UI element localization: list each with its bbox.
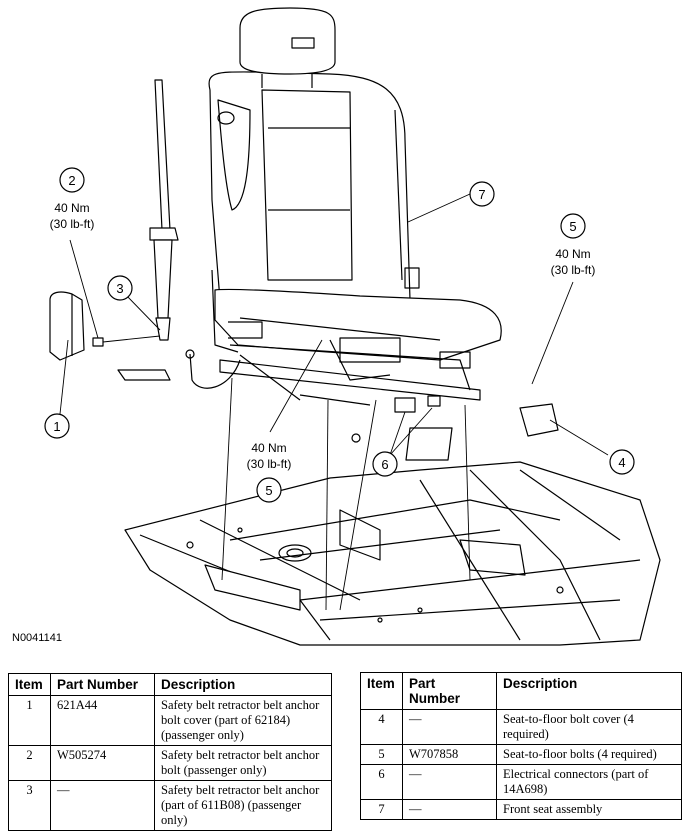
electrical-connectors — [351, 395, 453, 461]
row-part-number: — — [402, 764, 497, 800]
table-header-row: Item Part Number Description — [8, 673, 332, 696]
table-row: 4 — Seat-to-floor bolt cover (4 required… — [360, 709, 682, 745]
callout-5-right: 5 40 Nm (30 lb-ft) — [551, 213, 596, 277]
row-description: Seat-to-floor bolt cover (4 required) — [496, 709, 682, 745]
callout-6: 6 — [372, 451, 398, 477]
seat-exploded-diagram: 1 2 40 Nm (30 lb-ft) 3 4 5 40 Nm (30 lb-… — [44, 7, 661, 646]
guide-lines — [221, 377, 471, 611]
callout-2-torque-nm: 40 Nm — [54, 201, 89, 215]
belt-bracket — [117, 349, 241, 389]
parts-table-left: Item Part Number Description 1 621A44 Sa… — [8, 673, 332, 831]
callout-3: 3 — [107, 275, 133, 301]
seat-back — [208, 71, 420, 301]
callout-2-torque-lbft: (30 lb-ft) — [50, 217, 95, 231]
table-header-row: Item Part Number Description — [360, 672, 682, 710]
table-row: 7 — Front seat assembly — [360, 799, 682, 820]
callout-7-number: 7 — [478, 187, 485, 202]
row-item: 2 — [8, 745, 51, 781]
callout-4: 4 — [609, 449, 635, 475]
leader-lines — [59, 193, 609, 456]
table-row: 2 W505274 Safety belt retractor belt anc… — [8, 745, 332, 781]
floor-pan — [124, 461, 661, 646]
row-item: 3 — [8, 780, 51, 831]
row-part-number: W707858 — [402, 744, 497, 765]
header-item: Item — [8, 673, 51, 696]
seat-belt — [149, 79, 179, 341]
header-description: Description — [154, 673, 332, 696]
row-description: Electrical connectors (part of 14A698) — [496, 764, 682, 800]
row-part-number: W505274 — [50, 745, 155, 781]
callout-2-number: 2 — [68, 173, 75, 188]
row-item: 5 — [360, 744, 403, 765]
anchor-bolt-cover — [49, 291, 85, 361]
callout-3-number: 3 — [116, 281, 123, 296]
row-description: Safety belt retractor belt anchor (part … — [154, 780, 332, 831]
headrest — [239, 7, 336, 88]
callout-5-center-torque-nm: 40 Nm — [251, 441, 286, 455]
row-part-number: — — [402, 799, 497, 820]
figure-id: N0041141 — [12, 632, 62, 644]
row-item: 1 — [8, 695, 51, 746]
header-part-number: Part Number — [402, 672, 497, 710]
header-item: Item — [360, 672, 403, 710]
header-part-number: Part Number — [50, 673, 155, 696]
row-item: 7 — [360, 799, 403, 820]
callout-5-right-number: 5 — [569, 219, 576, 234]
row-description: Safety belt retractor belt anchor bolt c… — [154, 695, 332, 746]
row-part-number: — — [402, 709, 497, 745]
row-description: Safety belt retractor belt anchor bolt (… — [154, 745, 332, 781]
table-row: 3 — Safety belt retractor belt anchor (p… — [8, 780, 332, 831]
callout-5-right-torque-lbft: (30 lb-ft) — [551, 263, 596, 277]
row-description: Front seat assembly — [496, 799, 682, 820]
callout-5-center-torque-lbft: (30 lb-ft) — [247, 457, 292, 471]
callout-1-number: 1 — [53, 419, 60, 434]
row-description: Seat-to-floor bolts (4 required) — [496, 744, 682, 765]
row-item: 4 — [360, 709, 403, 745]
table-row: 5 W707858 Seat-to-floor bolts (4 require… — [360, 744, 682, 765]
callout-6-number: 6 — [381, 457, 388, 472]
table-row: 1 621A44 Safety belt retractor belt anch… — [8, 695, 332, 746]
row-part-number: — — [50, 780, 155, 831]
table-row: 6 — Electrical connectors (part of 14A69… — [360, 764, 682, 800]
row-part-number: 621A44 — [50, 695, 155, 746]
callout-4-number: 4 — [618, 455, 625, 470]
seat-cushion — [211, 269, 502, 361]
anchor-bolt — [92, 335, 161, 347]
callout-5-center: 40 Nm (30 lb-ft) 5 — [247, 441, 292, 503]
parts-table-right: Item Part Number Description 4 — Seat-to… — [360, 672, 682, 820]
callout-5-right-torque-nm: 40 Nm — [555, 247, 590, 261]
row-item: 6 — [360, 764, 403, 800]
callout-5-center-number: 5 — [265, 483, 272, 498]
callout-7: 7 — [469, 181, 495, 207]
callout-2: 2 40 Nm (30 lb-ft) — [50, 167, 95, 231]
seat-track — [219, 337, 481, 406]
header-description: Description — [496, 672, 682, 710]
callout-1: 1 — [44, 413, 70, 439]
floor-bolt-cover-right — [519, 403, 559, 437]
